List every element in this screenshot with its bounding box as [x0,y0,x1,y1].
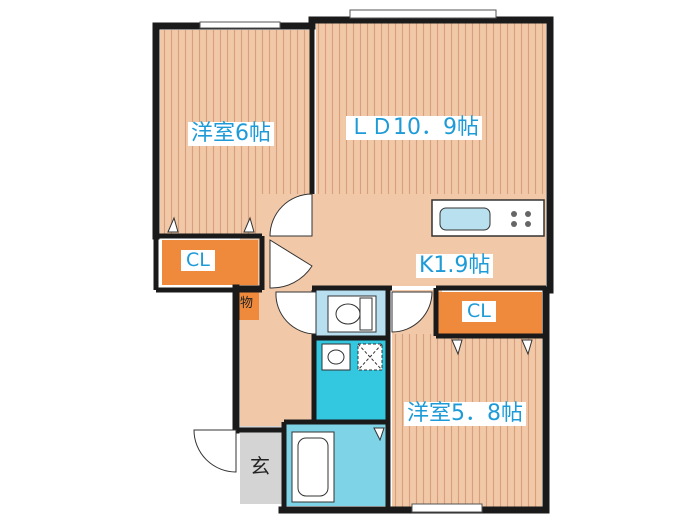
entrance-floor [240,426,282,504]
entrance-label: 玄 [250,454,270,478]
bathtub [291,431,335,503]
western-room-1-label: 洋室6帖 [188,122,274,146]
ld-label: ＬＤ10．9帖 [346,116,482,140]
interior-walls [153,26,546,510]
windows [199,9,497,513]
storage-label: 物 [240,296,254,311]
kitchen-label: K1.9帖 [416,254,494,278]
ld-floor [316,22,546,194]
kitchen-counter [431,199,545,237]
closet-2-label: CL [462,301,496,322]
closet-1-label: CL [181,250,215,271]
storage-closet [237,290,259,320]
door-swings [193,193,433,473]
washroom-fixtures [321,343,383,371]
toilet-fixture [327,295,377,333]
western-room-2-label: 洋室5．8帖 [404,402,526,426]
closet-door-markers [167,216,533,442]
